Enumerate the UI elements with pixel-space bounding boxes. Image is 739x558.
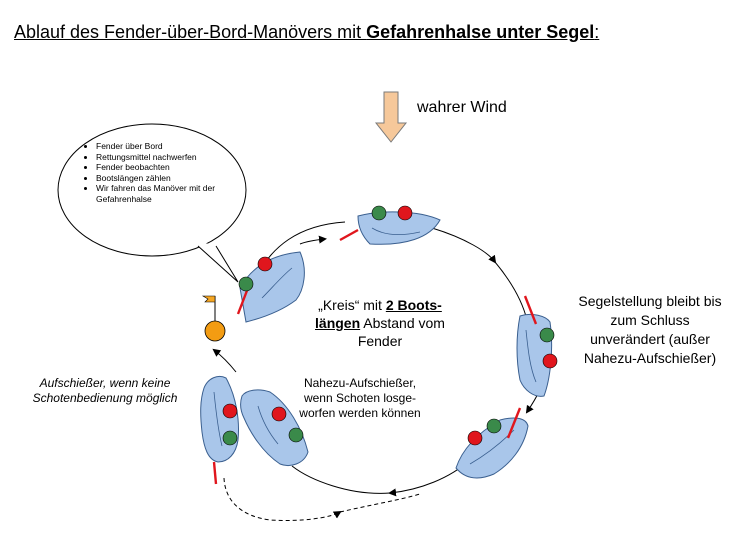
page-title: Ablauf des Fender-über-Bord-Manövers mit… bbox=[14, 22, 600, 42]
bubble-item: Bootslängen zählen bbox=[96, 173, 246, 184]
fender-icon bbox=[201, 295, 226, 342]
bubble-list: Fender über Bord Rettungsmittel nachwerf… bbox=[80, 141, 246, 204]
boat-6 bbox=[200, 375, 239, 485]
boat-2 bbox=[339, 205, 441, 245]
mid-note: Nahezu-Aufschießer, wenn Schoten losge-w… bbox=[299, 376, 421, 420]
bubble-item: Wir fahren das Manöver mit der Gefahrenh… bbox=[96, 183, 246, 204]
boat-4 bbox=[455, 407, 529, 479]
boat-1 bbox=[236, 251, 305, 323]
wind-label: wahrer Wind bbox=[417, 99, 507, 116]
right-note: Segelstellung bleibt bis zum Schluss unv… bbox=[578, 293, 722, 366]
bubble-item: Fender beobachten bbox=[96, 162, 246, 173]
bubble-item: Fender über Bord bbox=[96, 141, 246, 152]
boat-3 bbox=[516, 295, 558, 397]
left-note: Aufschießer, wenn keine Schotenbedienung… bbox=[32, 376, 178, 405]
center-label: „Kreis“ mit 2 Boots-längen Abstand vom F… bbox=[315, 297, 445, 349]
speech-bubble bbox=[57, 123, 247, 283]
boat-5 bbox=[240, 389, 309, 466]
wind-arrow-icon bbox=[374, 91, 408, 143]
bubble-item: Rettungsmittel nachwerfen bbox=[96, 152, 246, 163]
dashed-path bbox=[223, 477, 421, 521]
